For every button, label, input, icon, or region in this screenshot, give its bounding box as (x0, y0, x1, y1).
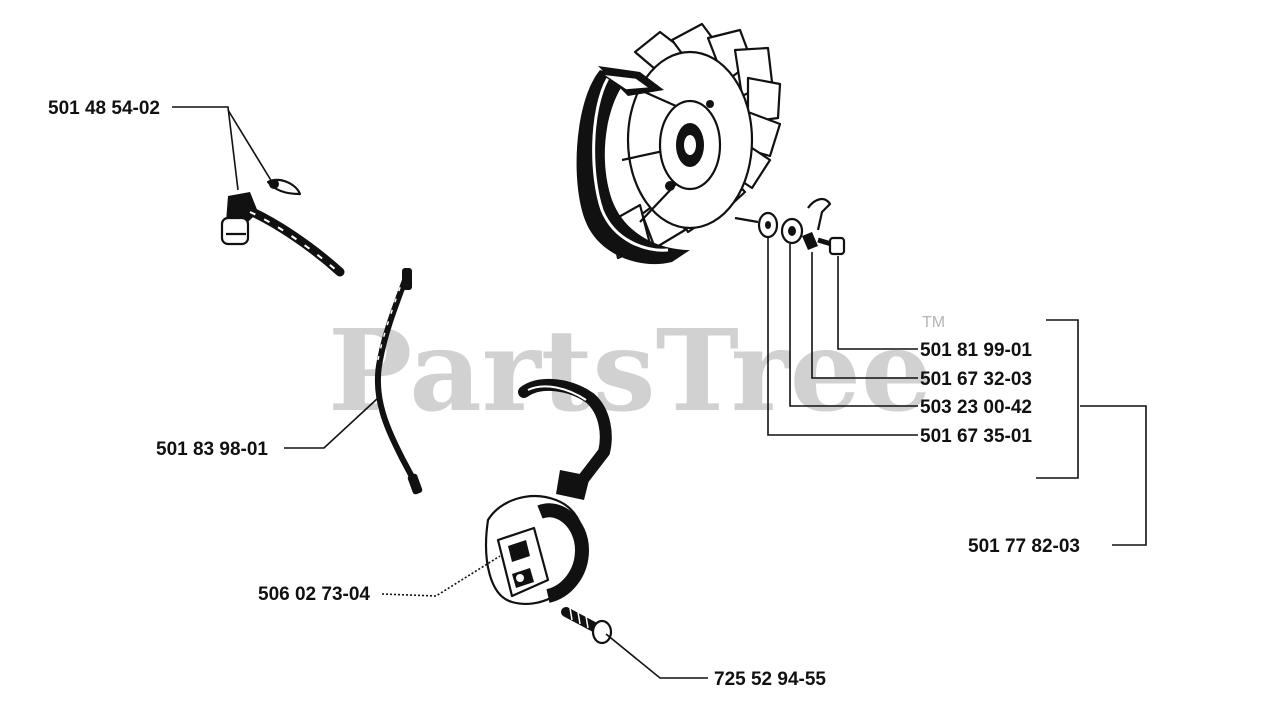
part-label-501-67-32-03[interactable]: 501 67 32-03 (920, 369, 1032, 390)
part-label-725-52-94-55[interactable]: 725 52 94-55 (714, 669, 826, 690)
part-label-501-77-82-03[interactable]: 501 77 82-03 (968, 536, 1080, 557)
part-label-501-67-35-01[interactable]: 501 67 35-01 (920, 426, 1032, 447)
part-label-501-83-98-01[interactable]: 501 83 98-01 (156, 439, 268, 460)
ignition-module-drawing (485, 378, 612, 605)
flywheel-fastener-drawing (734, 198, 846, 256)
watermark-trademark: TM (922, 314, 945, 331)
part-label-501-48-54-02[interactable]: 501 48 54-02 (48, 98, 160, 119)
watermark: PartsTree (328, 306, 932, 437)
part-label-501-81-99-01[interactable]: 501 81 99-01 (920, 340, 1032, 361)
ignition-cable-drawing (374, 268, 423, 495)
plug-cap-drawing (220, 178, 345, 277)
part-label-503-23-00-42[interactable]: 503 23 00-42 (920, 397, 1032, 418)
coil-screw-drawing (561, 607, 613, 645)
flywheel-drawing (576, 22, 782, 265)
leader-lines (172, 106, 1147, 679)
part-label-506-02-73-04[interactable]: 506 02 73-04 (258, 584, 370, 605)
